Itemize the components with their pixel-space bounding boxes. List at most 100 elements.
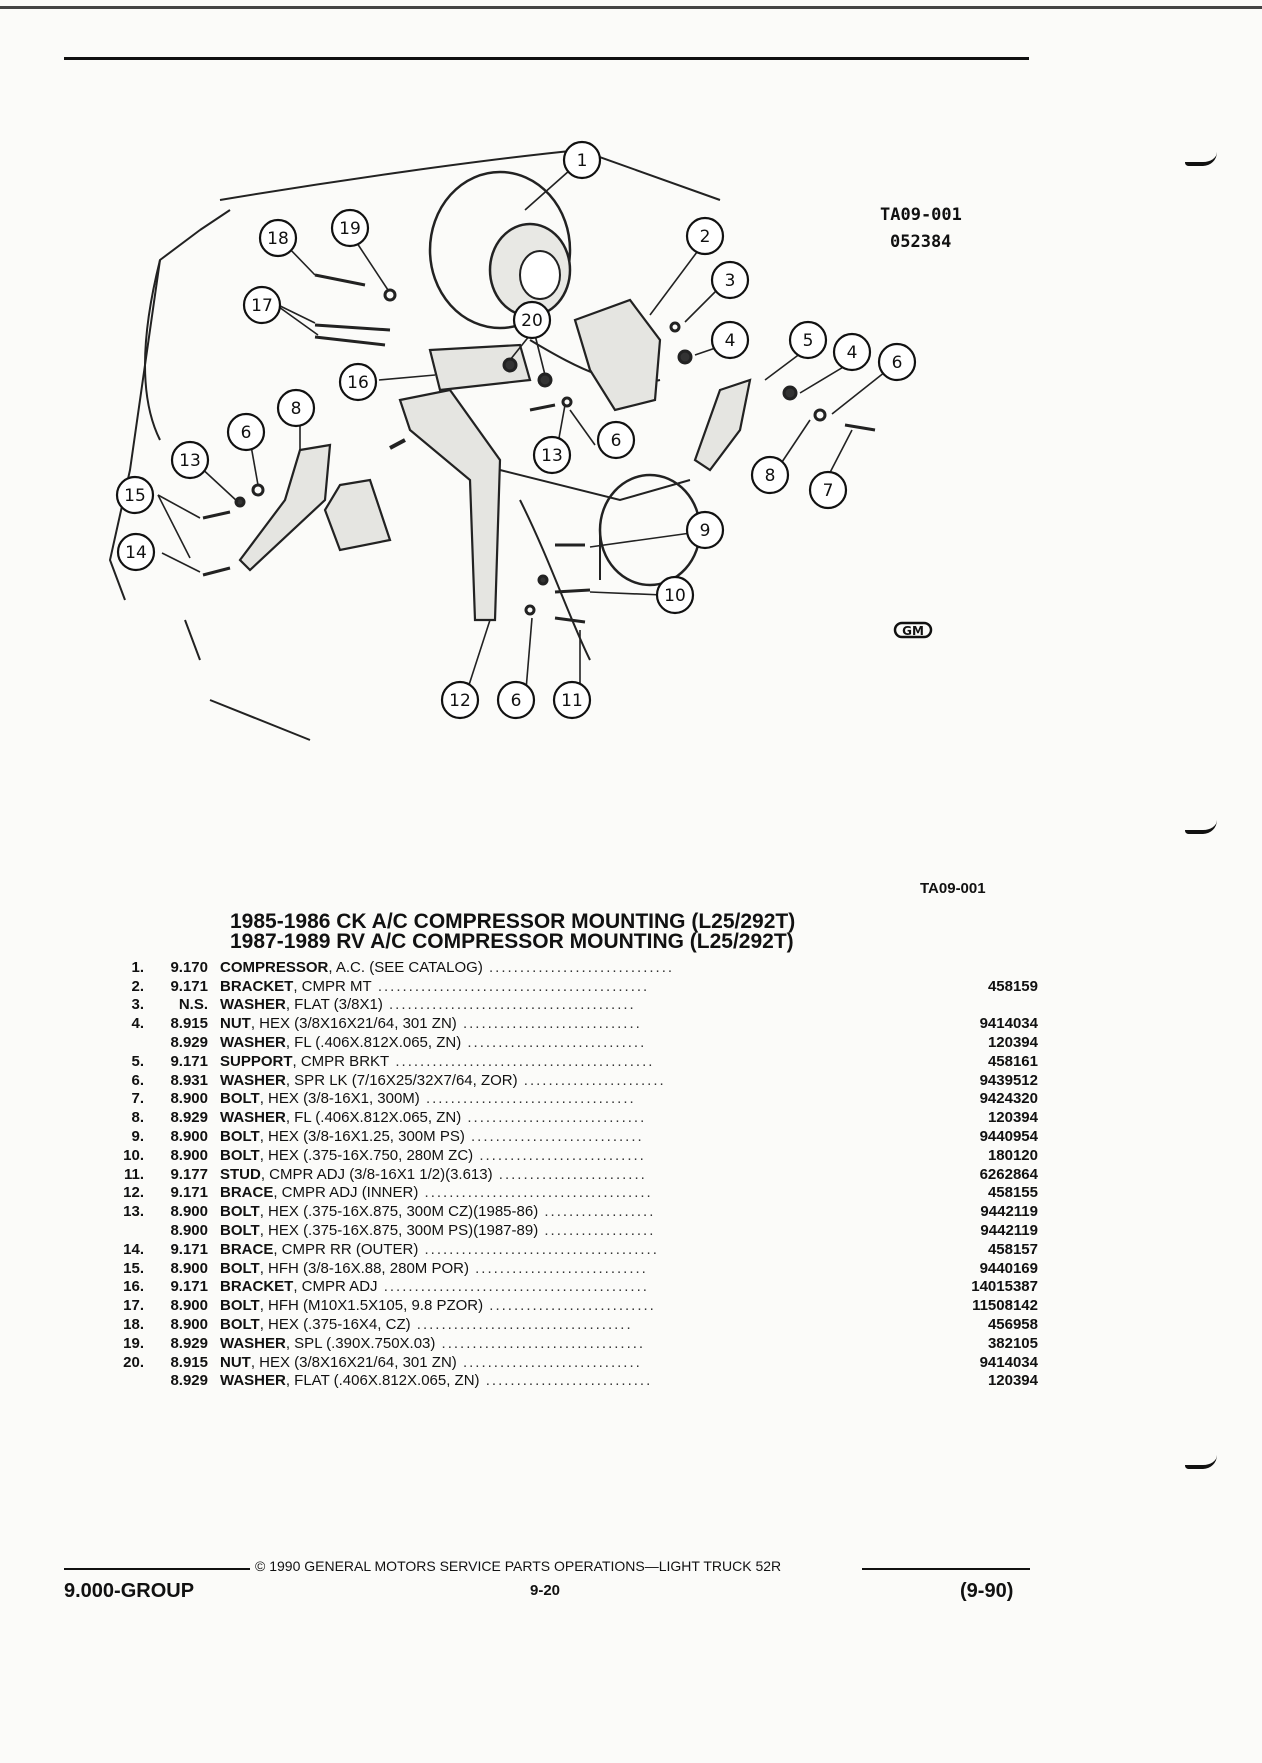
group-number: 9.171 (170, 977, 208, 995)
part-description: WASHER, FL (.406X.812X.065, ZN) ........… (208, 1108, 928, 1127)
part-spec: , FL (.406X.812X.065, ZN) (285, 1033, 462, 1051)
group-number: 8.929 (170, 1372, 208, 1390)
group-number: 8.900 (170, 1297, 208, 1315)
part-spec: , HEX (3/8X16X21/64, 301 ZN) (250, 1353, 457, 1371)
item-number: 9. (131, 1127, 144, 1145)
leader-dots: ........................... (473, 1146, 646, 1164)
leader-dots: ........................................… (377, 1278, 649, 1296)
part-spec: , HEX (3/8-16X1, 300M) (259, 1090, 420, 1108)
leader-dots: ............................ (464, 1127, 644, 1145)
callout-label: 12 (449, 691, 471, 711)
part-number: 6262864 (979, 1165, 1038, 1183)
part-spec: , A.C. (SEE CATALOG) (328, 958, 483, 976)
footer-rule-left (64, 1568, 250, 1570)
leader-dots: ................................... (410, 1315, 633, 1333)
part-description: STUD, CMPR ADJ (3/8-16X1 1/2)(3.613) ...… (208, 1165, 928, 1184)
callout-label: 18 (267, 229, 289, 249)
top-edge-rule (0, 6, 1262, 9)
table-row: 3.N.S.WASHER, FLAT (3/8X1) .............… (110, 996, 1038, 1015)
part-spec: , HFH (3/8-16X.88, 280M POR) (259, 1259, 469, 1277)
callout-label: 15 (124, 486, 146, 506)
callout-label: 6 (892, 353, 903, 373)
part-number: 14015387 (971, 1278, 1038, 1296)
part-name: BOLT (220, 1315, 260, 1333)
item-number: 15. (123, 1259, 144, 1277)
part-spec: , HEX (3/8X16X21/64, 301 ZN) (250, 1015, 457, 1033)
part-description: BOLT, HEX (.375-16X.875, 300M PS)(1987-8… (208, 1221, 928, 1240)
callout-label: 16 (347, 373, 369, 393)
callout-label: 17 (251, 296, 273, 316)
leader-dots: ............................. (456, 1353, 642, 1371)
figure-reference: TA09-001 (920, 880, 986, 897)
exploded-parts-diagram: 1 2 3 4 5 4 6 7 8 9 10 11 12 6 13 6 15 1… (100, 140, 1060, 840)
part-description: NUT, HEX (3/8X16X21/64, 301 ZN) ........… (208, 1353, 928, 1372)
part-number: 9414034 (979, 1353, 1038, 1371)
group-number: 9.171 (170, 1184, 208, 1202)
part-spec: , CMPR RR (OUTER) (273, 1240, 419, 1258)
group-number: 8.900 (170, 1259, 208, 1277)
group-number: 9.171 (170, 1240, 208, 1258)
callout-label: 14 (125, 543, 147, 563)
group-number: 8.900 (170, 1090, 208, 1108)
part-name: BOLT (220, 1146, 260, 1164)
item-number (110, 1372, 144, 1391)
part-name: WASHER (220, 1334, 286, 1352)
item-number: 13. (123, 1203, 144, 1221)
part-name: NUT (220, 1015, 251, 1033)
item-number: 7. (131, 1090, 144, 1108)
part-number (928, 996, 1038, 1015)
leader-dots: ................................. (435, 1334, 646, 1352)
part-number: 458157 (987, 1240, 1038, 1258)
part-number: 382105 (987, 1334, 1038, 1352)
group-number: 8.900 (170, 1315, 208, 1333)
part-number: 9414034 (979, 1015, 1038, 1033)
part-description: BOLT, HFH (M10X1.5X105, 9.8 PZOR) ......… (208, 1296, 928, 1315)
part-spec: , HEX (3/8-16X1.25, 300M PS) (259, 1127, 465, 1145)
part-name: WASHER (220, 1372, 286, 1390)
callout-label: 4 (725, 331, 736, 351)
callout-label: 11 (561, 691, 583, 711)
leader-dots: ............................. (461, 1033, 647, 1051)
item-number: 10. (123, 1146, 144, 1164)
part-name: COMPRESSOR (220, 958, 329, 976)
part-name: BOLT (220, 1259, 260, 1277)
part-description: BOLT, HEX (.375-16X.750, 280M ZC) ......… (208, 1146, 928, 1165)
part-spec: , HEX (.375-16X.875, 300M PS)(1987-89) (259, 1221, 539, 1239)
callout-numbers: 1 2 3 4 5 4 6 7 8 9 10 11 12 6 13 6 15 1… (124, 151, 902, 711)
footer-rule-right (862, 1568, 1030, 1570)
callout-label: 8 (291, 399, 302, 419)
part-spec: , CMPR ADJ (3/8-16X1 1/2)(3.613) (260, 1165, 493, 1183)
item-number: 14. (123, 1240, 144, 1258)
part-spec: , CMPR ADJ (293, 1278, 378, 1296)
part-number: 9424320 (979, 1090, 1038, 1108)
leader-dots: ........................................… (389, 1052, 655, 1070)
bracket-shapes (238, 298, 752, 622)
part-description: COMPRESSOR, A.C. (SEE CATALOG) .........… (208, 958, 928, 977)
section-titles: 1985-1986 CK A/C COMPRESSOR MOUNTING (L2… (230, 911, 795, 952)
item-number: 2. (131, 977, 144, 995)
part-name: WASHER (220, 996, 286, 1014)
callout-label: 4 (847, 343, 858, 363)
part-number: 458159 (987, 977, 1038, 995)
part-description: WASHER, SPL (.390X.750X.03) ............… (208, 1334, 928, 1353)
group-number: 8.915 (170, 1353, 208, 1371)
part-description: BRACE, CMPR RR (OUTER) .................… (208, 1240, 928, 1259)
part-name: BRACE (220, 1240, 274, 1258)
part-number: 120394 (987, 1372, 1038, 1390)
part-description: WASHER, FL (.406X.812X.065, ZN) ........… (208, 1033, 928, 1052)
diagram-canvas: 1 2 3 4 5 4 6 7 8 9 10 11 12 6 13 6 15 1… (108, 140, 933, 741)
part-description: BOLT, HFH (3/8-16X.88, 280M POR) .......… (208, 1259, 928, 1278)
item-number: 8. (131, 1109, 144, 1127)
callout-label: 8 (765, 466, 776, 486)
